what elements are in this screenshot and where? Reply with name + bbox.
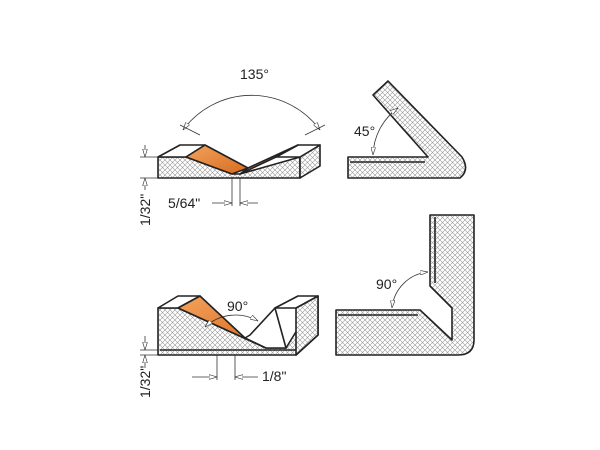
angle-label: 90° [376, 276, 397, 292]
width-label: 5/64" [168, 195, 200, 211]
angle-arc [392, 272, 428, 308]
angle-arc [205, 314, 258, 327]
cut-face-right [244, 307, 287, 349]
depth-label: 1/32" [137, 194, 153, 226]
angle-arc [183, 95, 320, 130]
angle-label: 90° [227, 298, 248, 314]
figure-90-groove: 90° 1/8" 1/32" [137, 295, 319, 398]
angle-label: 135° [240, 66, 269, 82]
width-label: 1/8" [262, 368, 286, 384]
folded-panel [347, 80, 467, 179]
figure-45-fold: 45° [347, 80, 467, 179]
angle-label: 45° [354, 123, 375, 139]
cut-face-right [239, 144, 299, 175]
block-top-right [274, 295, 319, 309]
folded-panel [335, 214, 475, 356]
figure-90-fold: 90° [335, 214, 475, 356]
angle-arc [373, 108, 398, 155]
extension-line [179, 124, 201, 136]
depth-label: 1/32" [137, 366, 153, 398]
figure-135-groove: 135° 5/64" 1/32" [137, 66, 326, 226]
extension-line [304, 124, 326, 136]
